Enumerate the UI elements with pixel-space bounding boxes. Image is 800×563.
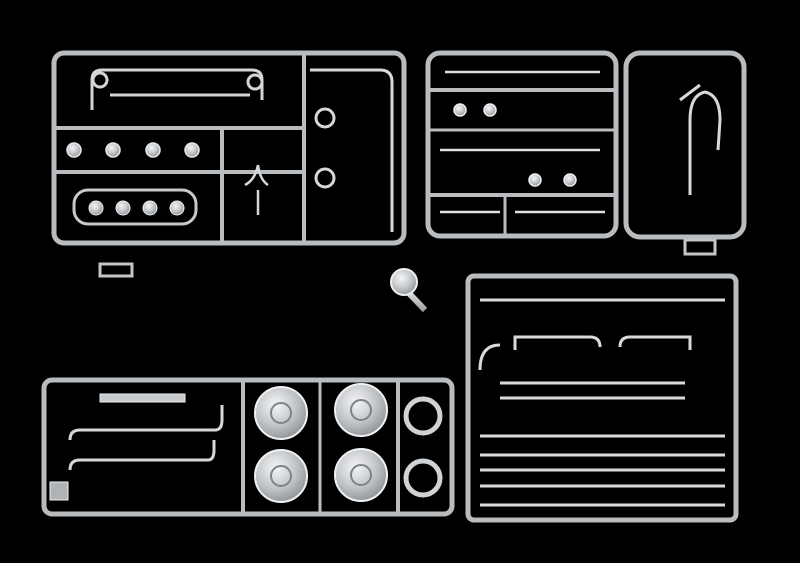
window-frame-part [310,68,394,232]
sprue-frame-d [41,377,455,517]
runner-bars [50,243,735,380]
thin-rod-parts [440,70,605,214]
wheel-rim-parts [254,383,388,503]
exhaust-pipe-parts [68,393,224,471]
sprue-frame-b [425,50,619,239]
sprue-corner-tab [49,481,69,501]
sprue-frame-a [51,50,407,246]
sprue-frame-c [623,50,747,240]
sprue-frame-e [465,273,739,523]
handrail-part [679,83,722,195]
wheel-ring-parts [403,396,443,498]
wiper-part [244,164,269,215]
long-rod-parts [480,298,725,507]
sprue-tab [98,238,717,278]
bent-rod-parts [478,335,692,371]
grab-handle-part [90,68,264,110]
small-lever-parts [453,103,577,187]
headlight-bar-part [72,188,198,226]
mirror-bracket-parts [66,142,200,158]
sprue-hub [390,268,418,296]
